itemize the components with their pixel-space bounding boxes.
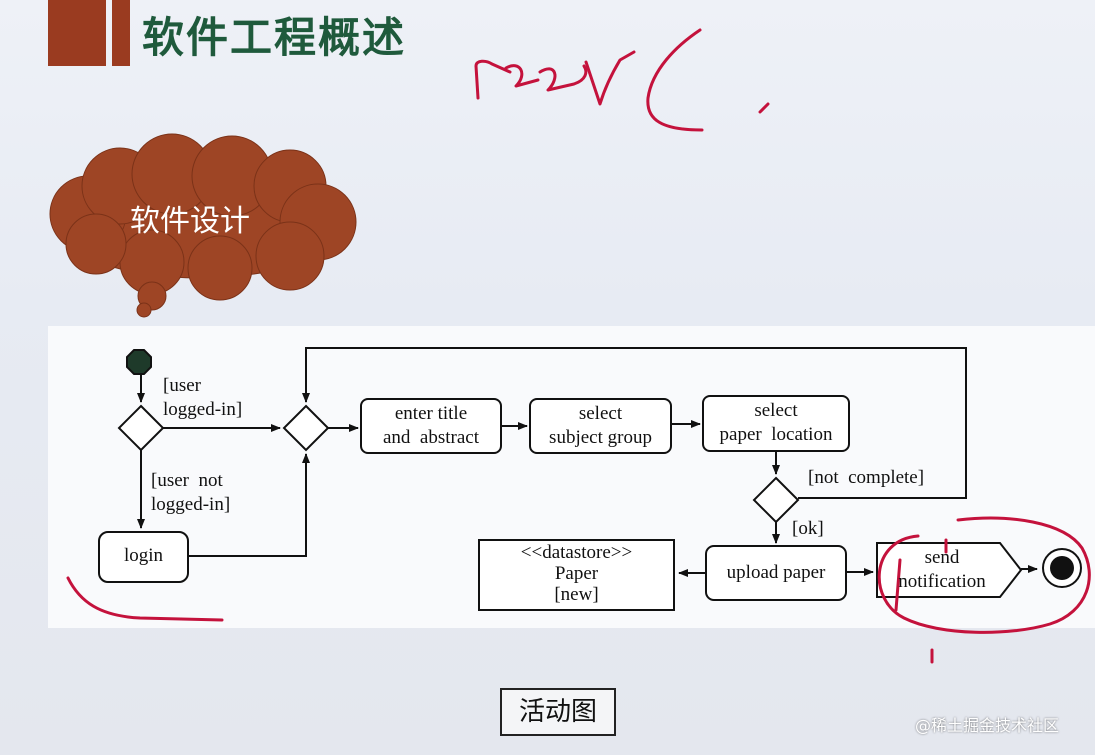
slide-title: 软件工程概述 — [142, 13, 407, 62]
guard-not-complete: [not complete] — [808, 467, 925, 488]
initial-node — [126, 349, 152, 375]
cloud-label: 软件设计 — [130, 204, 250, 239]
upload-paper-label: upload paper — [726, 562, 826, 583]
watermark: @稀土掘金技术社区 — [915, 716, 1060, 735]
datastore-label: <<datastore>> Paper [new] — [520, 542, 633, 605]
diagram-caption: 活动图 — [500, 688, 616, 736]
select-subject-label: select subject group — [549, 403, 652, 448]
guard-logged-in: [user logged-in] — [163, 375, 243, 420]
handwritten-annotations — [66, 28, 1091, 664]
title-accent-bar-right — [112, 0, 130, 66]
decision-login — [117, 404, 165, 452]
title-accent-bar-left — [48, 0, 106, 66]
datastore-box — [478, 539, 675, 611]
guard-ok: [ok] — [792, 518, 824, 539]
select-subject-box — [529, 398, 672, 454]
login-label: login — [123, 545, 164, 566]
guard-not-logged-in: [user not logged-in] — [151, 470, 231, 515]
merge-node — [282, 404, 330, 452]
send-notification-label: send notification — [898, 547, 986, 592]
enter-title-label: enter title and abstract — [382, 403, 479, 448]
select-location-label: select paper location — [719, 400, 833, 445]
decision-complete — [752, 476, 800, 524]
send-notification-shape — [876, 542, 1023, 598]
final-node-inner — [1050, 556, 1074, 580]
